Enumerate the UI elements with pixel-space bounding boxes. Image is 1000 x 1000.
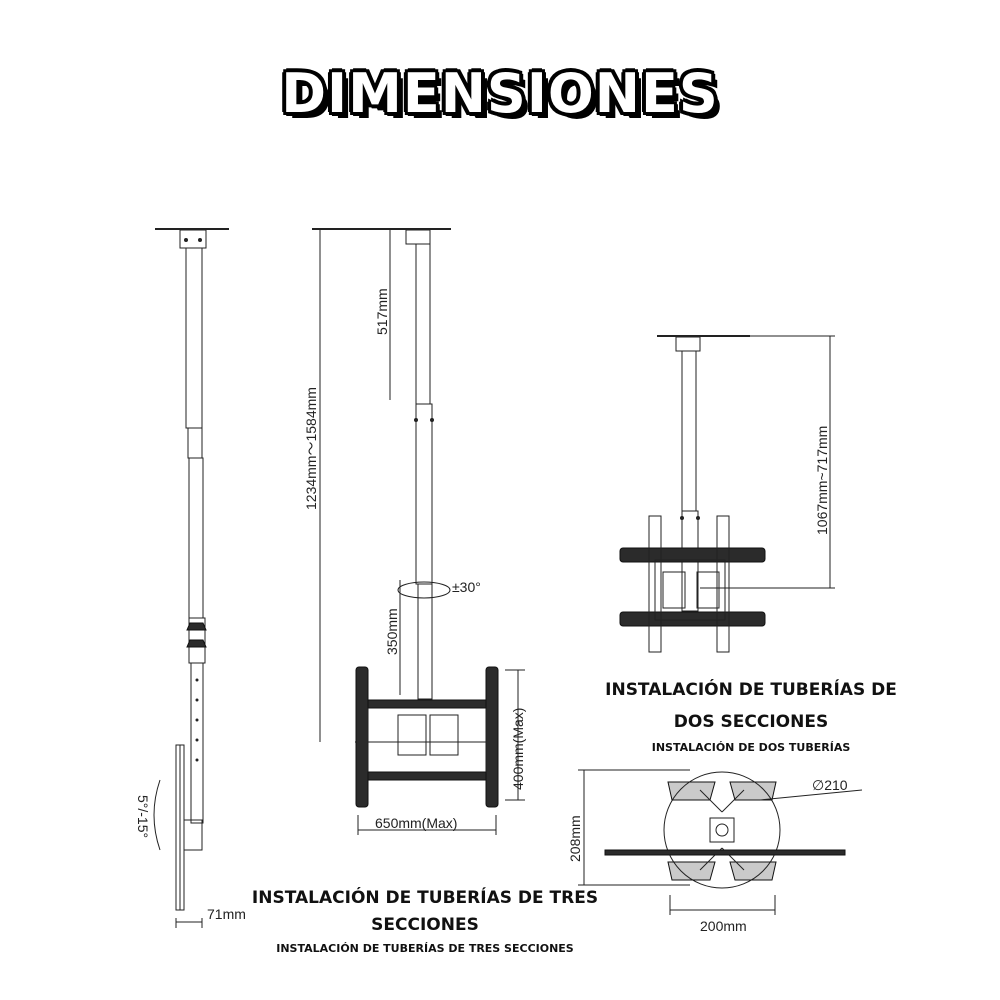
two-section-height-dimension: 1067mm~717mm (814, 426, 830, 535)
page-title: DIMENSIONES (281, 62, 719, 125)
base-plate-drawing (578, 769, 863, 915)
side-offset-dimension: 71mm (207, 906, 246, 922)
rotation-dimension: ±30° (452, 579, 481, 595)
base-width-dimension: 200mm (700, 918, 747, 934)
two-section-caption-line1: INSTALACIÓN DE TUBERÍAS DE (605, 678, 897, 700)
total-height-dimension: 1234mm～1584mm (303, 387, 319, 510)
three-section-caption-sub: INSTALACIÓN DE TUBERÍAS DE TRES SECCIONE… (276, 942, 574, 955)
two-section-caption-sub: INSTALACIÓN DE DOS TUBERÍAS (652, 741, 851, 754)
plate-height-dimension: 400mm(Max) (510, 708, 526, 790)
base-height-dimension: 208mm (567, 815, 583, 862)
lower-tube-dimension: 350mm (384, 608, 400, 655)
three-section-drawing (312, 228, 525, 835)
base-diameter-dimension: ∅210 (812, 777, 848, 793)
two-section-drawing (619, 335, 835, 653)
three-section-caption-line2: SECCIONES (371, 915, 479, 935)
tilt-dimension: 5°/-15° (135, 795, 151, 838)
upper-tube-dimension: 517mm (374, 288, 390, 335)
two-section-caption-line2: DOS SECCIONES (674, 712, 828, 732)
three-section-caption-line1: INSTALACIÓN DE TUBERÍAS DE TRES (252, 886, 598, 908)
side-view-drawing (153, 228, 229, 928)
plate-width-dimension: 650mm(Max) (375, 815, 457, 831)
